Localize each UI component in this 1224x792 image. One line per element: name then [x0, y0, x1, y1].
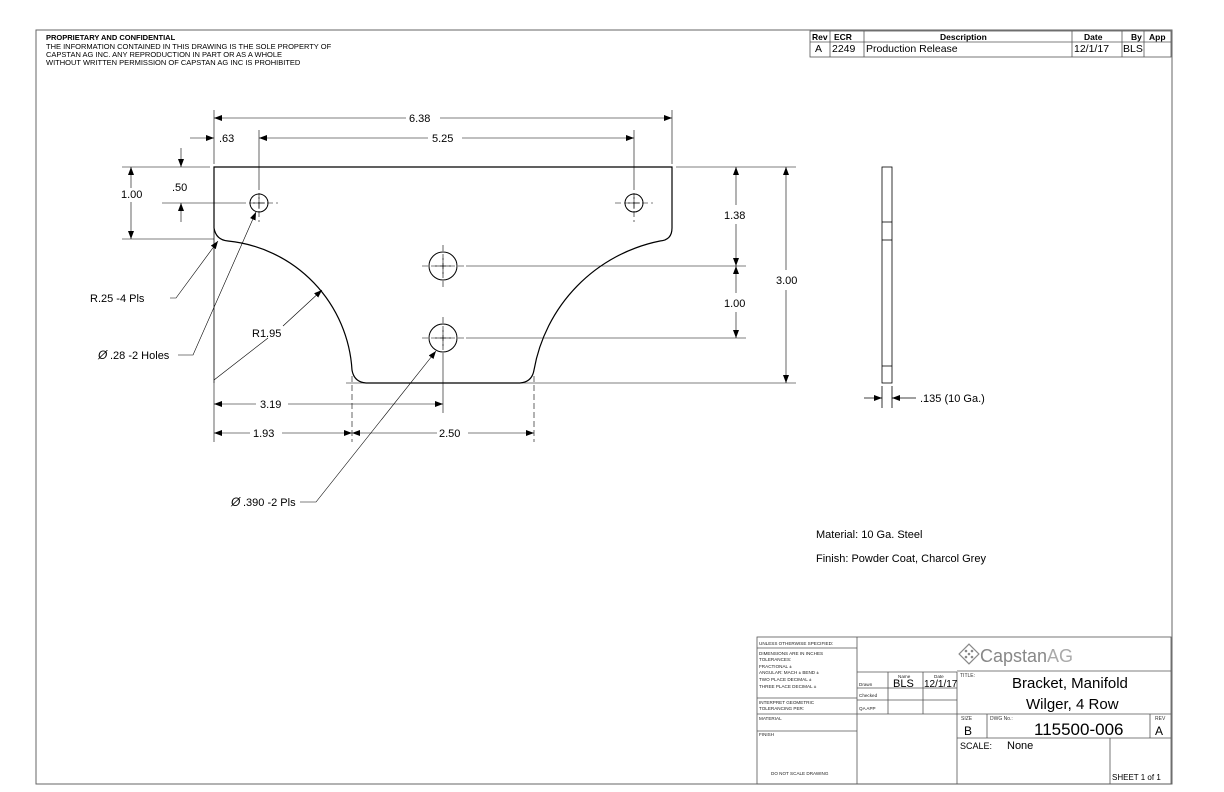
- dimension-lines: [122, 110, 796, 503]
- rev-header: Rev: [812, 32, 828, 42]
- tolerance-line: ANGULAR: MACH ± BEND ±: [759, 670, 819, 675]
- revision-headers: Rev ECR Description Date By App: [812, 32, 1166, 42]
- material-label: MATERIAL: [759, 716, 782, 721]
- scale-value: None: [1007, 740, 1033, 752]
- size-value: B: [964, 724, 972, 738]
- description-value: Production Release: [866, 43, 958, 55]
- finish-label: FINISH: [759, 732, 774, 737]
- dim-right-upper: 1.38: [724, 210, 745, 222]
- title-block-right: TITLE: Bracket, Manifold Wilger, 4 Row S…: [960, 673, 1166, 782]
- holes: [249, 193, 644, 353]
- dim-cutout-width: 2.50: [439, 428, 460, 440]
- notice-line: CAPSTAN AG INC. ANY REPRODUCTION IN PART…: [46, 50, 282, 59]
- dim-overall-width: 6.38: [409, 113, 430, 125]
- rev-label: REV: [1155, 716, 1166, 722]
- unless-specified: UNLESS OTHERWISE SPECIFIED:: [759, 641, 833, 646]
- dim-top-tab-height: 1.00: [121, 189, 142, 201]
- app-header: App: [1149, 32, 1166, 42]
- notice-line: THE INFORMATION CONTAINED IN THIS DRAWIN…: [46, 42, 332, 51]
- title-block-grid: [756, 636, 1172, 785]
- do-not-scale: DO NOT SCALE DRAWING: [771, 771, 829, 776]
- tolerance-line: FRACTIONAL ±: [759, 664, 792, 669]
- date-header: Date: [1084, 32, 1103, 42]
- small-holes-callout: .28 -2 Holes: [110, 350, 170, 362]
- interpret-line: TOLERANCING PER:: [759, 706, 804, 711]
- ecr-header: ECR: [834, 32, 852, 42]
- material-note: Material: 10 Ga. Steel: [816, 529, 922, 541]
- drawn-label: Drawn: [859, 682, 873, 687]
- title-label: TITLE:: [960, 673, 975, 679]
- date-header: Date: [934, 674, 944, 679]
- title-line-1: Bracket, Manifold: [1012, 675, 1128, 692]
- dim-bottom-hole-x: 3.19: [260, 399, 281, 411]
- revision-row: A 2249 Production Release 12/1/17 BLS: [815, 43, 1143, 55]
- rev-value: A: [1155, 724, 1163, 738]
- company-logo: CapstanAG: [958, 643, 1073, 666]
- dim-hole-offset-y: .50: [172, 182, 187, 194]
- scale-label: SCALE:: [960, 741, 992, 751]
- dim-arc-radius: R1.95: [252, 328, 281, 340]
- dimension-labels: 6.38 5.25 .63 .50 1.00 1.38 1.00 3.00 3.…: [121, 113, 797, 440]
- diameter-symbol-icon: Ø: [97, 348, 108, 362]
- logo-text: CapstanAG: [980, 646, 1073, 666]
- dim-overall-height: 3.00: [776, 275, 797, 287]
- date-value: 12/1/17: [1074, 43, 1109, 55]
- notice-line: WITHOUT WRITTEN PERMISSION OF CAPSTAN AG…: [46, 58, 301, 67]
- sheet-border: [35, 29, 1173, 785]
- by-value: BLS: [1123, 43, 1143, 55]
- drawn-date: 12/1/17: [924, 679, 958, 690]
- dim-hole-spacing: 5.25: [432, 133, 453, 145]
- center-lines: [240, 184, 653, 359]
- title-block-left: UNLESS OTHERWISE SPECIFIED: DIMENSIONS A…: [759, 641, 833, 776]
- by-header: By: [1131, 32, 1142, 42]
- tolerance-line: THREE PLACE DECIMAL ±: [759, 684, 817, 689]
- rev-value: A: [815, 43, 822, 55]
- fillet-callout: R.25 -4 Pls: [90, 293, 145, 305]
- proprietary-notice: PROPRIETARY AND CONFIDENTIAL THE INFORMA…: [46, 33, 332, 67]
- dwg-label: DWG No.:: [990, 716, 1013, 722]
- notice-heading: PROPRIETARY AND CONFIDENTIAL: [46, 33, 176, 42]
- tolerance-line: TOLERANCES:: [759, 657, 791, 662]
- tolerance-line: DIMENSIONS ARE IN INCHES: [759, 651, 823, 656]
- revision-block: [809, 30, 1172, 58]
- qa-label: QA APP: [859, 706, 876, 711]
- description-header: Description: [940, 32, 987, 42]
- checked-label: Checked: [859, 693, 878, 698]
- name-header: Name: [898, 674, 911, 679]
- large-holes-callout: .390 -2 Pls: [243, 497, 296, 509]
- size-label: SIZE: [961, 716, 973, 722]
- dim-hole-offset-x: .63: [219, 133, 234, 145]
- title-block-signoff: Name Date Drawn Checked QA APP BLS 12/1/…: [859, 674, 958, 711]
- drawn-name: BLS: [893, 678, 914, 690]
- dim-cutout-start: 1.93: [253, 428, 274, 440]
- large-hole-upper: [428, 251, 458, 281]
- title-line-2: Wilger, 4 Row: [1026, 696, 1119, 713]
- tolerance-line: TWO PLACE DECIMAL ±: [759, 677, 812, 682]
- large-hole-lower: [428, 323, 458, 353]
- ecr-value: 2249: [832, 43, 856, 55]
- dim-right-middle: 1.00: [724, 298, 745, 310]
- callouts: R.25 -4 Pls Ø .28 -2 Holes Ø .390 -2 Pls: [90, 293, 296, 509]
- side-view: [864, 166, 916, 408]
- finish-note: Finish: Powder Coat, Charcol Grey: [816, 553, 986, 565]
- sheet-number: SHEET 1 of 1: [1112, 773, 1161, 782]
- dim-thickness: .135 (10 Ga.): [920, 393, 985, 405]
- capstan-logo-icon: [958, 643, 980, 665]
- interpret-line: INTERPRET GEOMETRIC: [759, 700, 815, 705]
- dwg-number: 115500-006: [1034, 720, 1124, 739]
- diameter-symbol-icon: Ø: [230, 495, 241, 509]
